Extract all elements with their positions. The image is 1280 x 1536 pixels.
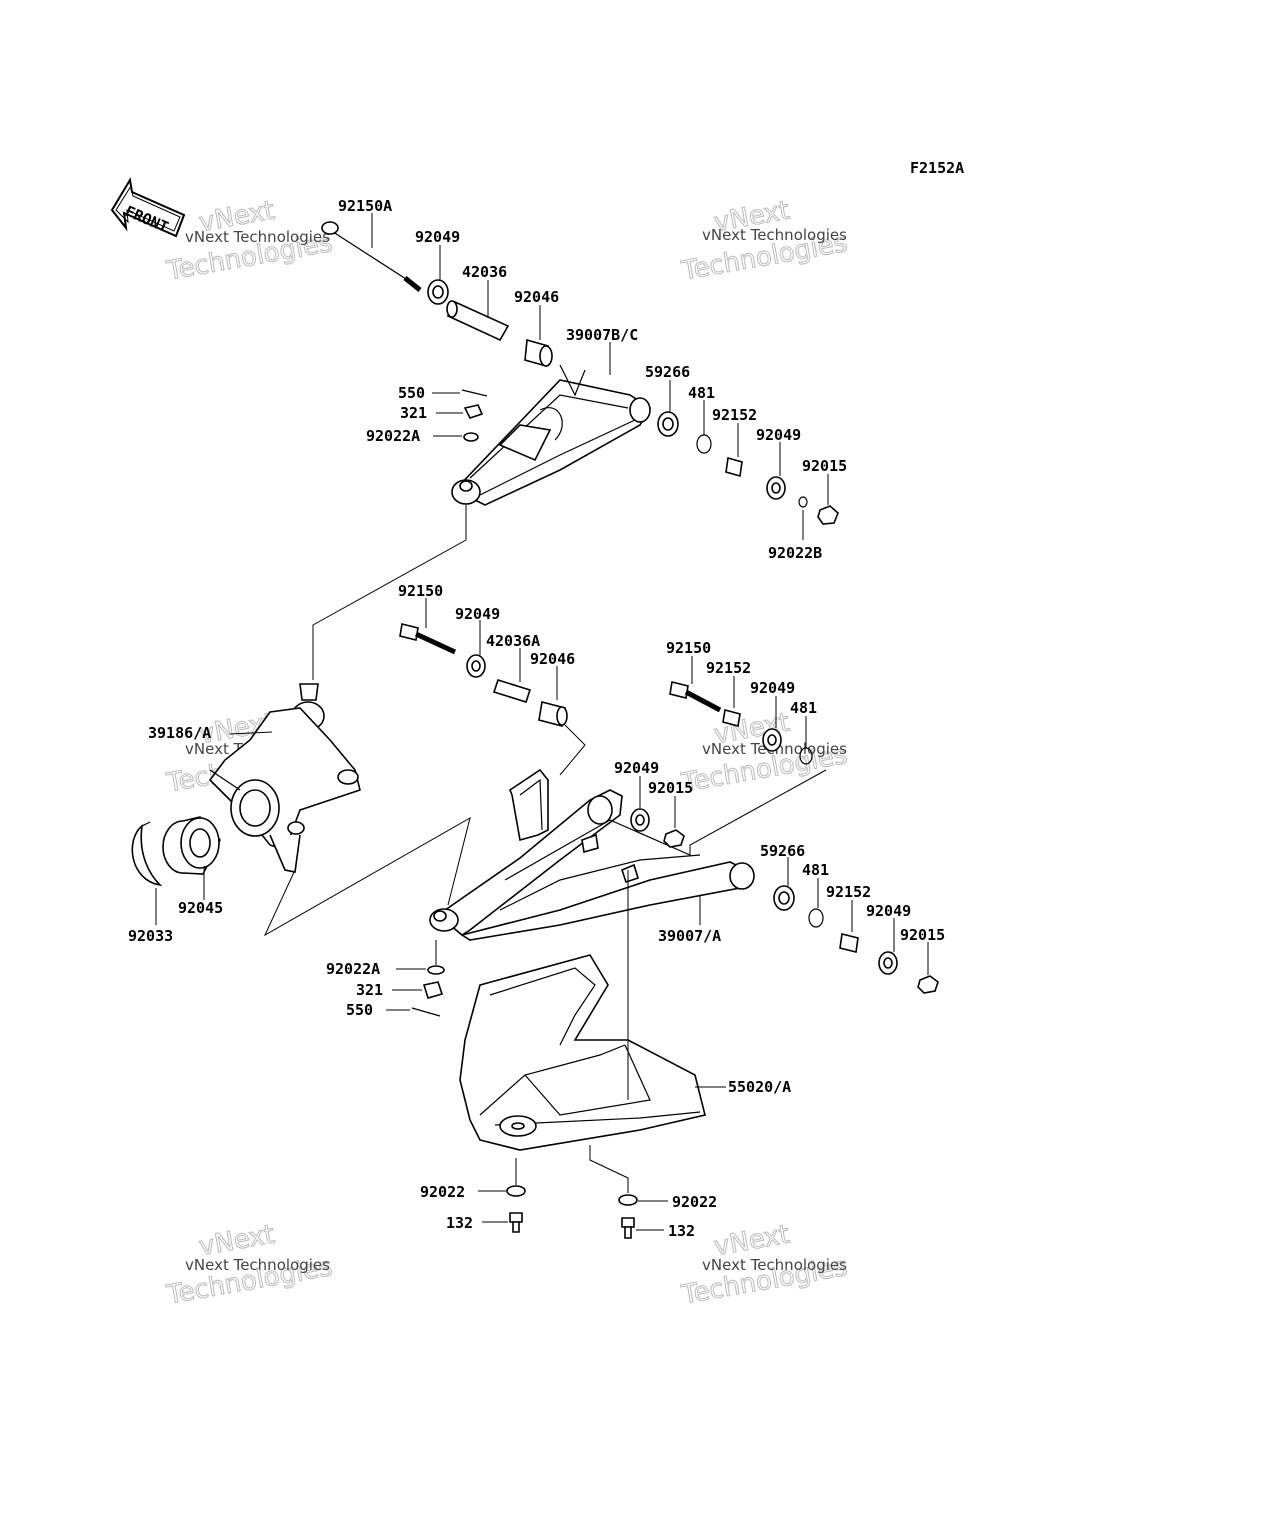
part-92049-washer-2	[766, 476, 786, 500]
label-92049-low: 92049	[614, 759, 659, 777]
part-481-circlip	[696, 434, 712, 454]
watermark-text-2: vNext Technologies	[702, 226, 847, 244]
watermark-text-6: vNext Technologies	[702, 1256, 847, 1274]
label-92150-right: 92150	[666, 639, 711, 657]
label-92046-mid: 92046	[530, 650, 575, 668]
part-92022-washer-right	[618, 1194, 638, 1206]
part-92152-collar	[725, 456, 743, 478]
part-92152-collar-low	[839, 933, 859, 953]
label-92022-right: 92022	[672, 1193, 717, 1211]
label-92033: 92033	[128, 927, 173, 945]
figure-code: F2152A	[910, 159, 964, 177]
label-55020A: 55020/A	[728, 1078, 791, 1096]
front-arrow-icon: FRONT	[110, 177, 186, 238]
part-550-cotter-pin-low	[411, 1007, 441, 1017]
part-39186A-knuckle	[208, 683, 361, 873]
label-481-low: 481	[802, 861, 829, 879]
part-321-nut-low	[422, 981, 444, 999]
part-92015-nut-low	[663, 829, 685, 848]
part-92046-bushing-mid	[538, 701, 568, 727]
part-92049-washer-low	[630, 808, 650, 832]
part-92022A-washer-low	[427, 965, 445, 975]
part-42036-sleeve	[446, 300, 510, 342]
part-92015-nut-low2	[917, 975, 939, 994]
label-59266-top: 59266	[645, 363, 690, 381]
part-39007BC-upper-arm	[451, 364, 652, 506]
part-55020A-skid-plate	[459, 954, 706, 1151]
label-39186A: 39186/A	[148, 724, 211, 742]
label-59266-low: 59266	[760, 842, 805, 860]
watermark-text-1: vNext Technologies	[185, 228, 330, 246]
label-92150A: 92150A	[338, 197, 392, 215]
part-92049-washer-mid	[466, 654, 486, 678]
watermark-text-5: vNext Technologies	[185, 1256, 330, 1274]
part-92046-bushing	[524, 338, 553, 368]
part-92045-bearing	[162, 816, 221, 875]
part-59266-seal	[657, 411, 679, 437]
label-92049-top: 92049	[415, 228, 460, 246]
label-92022A-low: 92022A	[326, 960, 380, 978]
part-92152-collar-right	[722, 709, 741, 727]
label-92049-mid: 92049	[455, 605, 500, 623]
part-39007A-lower-arm	[429, 768, 755, 941]
label-321-low: 321	[356, 981, 383, 999]
label-481-right: 481	[790, 699, 817, 717]
part-92033-circlip	[131, 821, 163, 887]
label-550-low: 550	[346, 1001, 373, 1019]
part-92049-washer-low2	[878, 951, 898, 975]
label-92152-low: 92152	[826, 883, 871, 901]
label-92015-low: 92015	[648, 779, 693, 797]
label-92022B: 92022B	[768, 544, 822, 562]
part-92049-washer-right	[762, 728, 782, 752]
label-39007BC: 39007B/C	[566, 326, 638, 344]
label-92015-top: 92015	[802, 457, 847, 475]
label-92022A-top: 92022A	[366, 427, 420, 445]
label-481-top: 481	[688, 384, 715, 402]
part-92022-washer-left	[506, 1185, 526, 1197]
part-132-bolt-right	[621, 1217, 635, 1239]
part-321-nut	[463, 404, 484, 419]
part-92150-bolt-right	[669, 681, 722, 713]
label-92049-low2: 92049	[866, 902, 911, 920]
label-42036A: 42036A	[486, 632, 540, 650]
part-42036A-sleeve	[492, 679, 532, 703]
part-92015-nut	[817, 505, 839, 525]
part-92022A-washer	[463, 432, 479, 442]
label-132-left: 132	[446, 1214, 473, 1232]
part-132-bolt-left	[509, 1212, 523, 1233]
label-321-top: 321	[400, 404, 427, 422]
part-92150-bolt	[399, 623, 457, 655]
part-92150A-bolt	[321, 221, 422, 292]
part-92049-washer	[427, 279, 449, 305]
label-39007A: 39007/A	[658, 927, 721, 945]
label-92015-low2: 92015	[900, 926, 945, 944]
label-92022-left: 92022	[420, 1183, 465, 1201]
label-550-top: 550	[398, 384, 425, 402]
label-92049-right: 92049	[750, 679, 795, 697]
label-132-right: 132	[668, 1222, 695, 1240]
label-92045: 92045	[178, 899, 223, 917]
label-92049-top2: 92049	[756, 426, 801, 444]
label-92152-top: 92152	[712, 406, 757, 424]
part-550-cotter-pin	[461, 389, 488, 397]
label-92150-mid: 92150	[398, 582, 443, 600]
part-92022B-washer	[798, 496, 808, 508]
part-481-circlip-low	[808, 908, 824, 928]
part-59266-seal-low	[773, 885, 795, 911]
label-92152-right: 92152	[706, 659, 751, 677]
label-92046-top: 92046	[514, 288, 559, 306]
label-42036: 42036	[462, 263, 507, 281]
